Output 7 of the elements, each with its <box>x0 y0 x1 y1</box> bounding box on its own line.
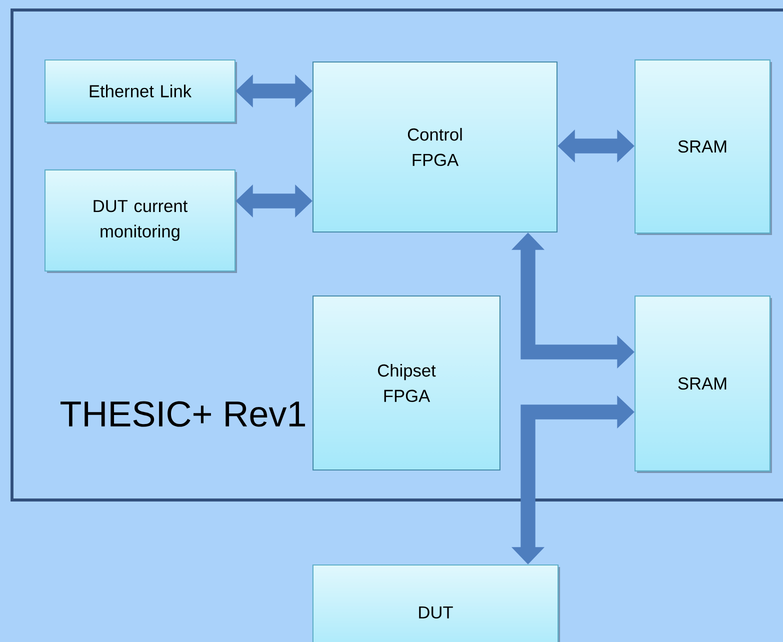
memory-box: SRAM <box>634 296 772 473</box>
process-box: DUT current monitoring <box>44 169 237 274</box>
process-box: DUT <box>312 564 560 642</box>
fpga-box: Control FPGA <box>312 61 558 233</box>
memory-box: SRAM <box>634 59 772 236</box>
fpga-box: Chipset FPGA <box>312 295 500 471</box>
process-box: Ethernet Link <box>44 59 237 124</box>
